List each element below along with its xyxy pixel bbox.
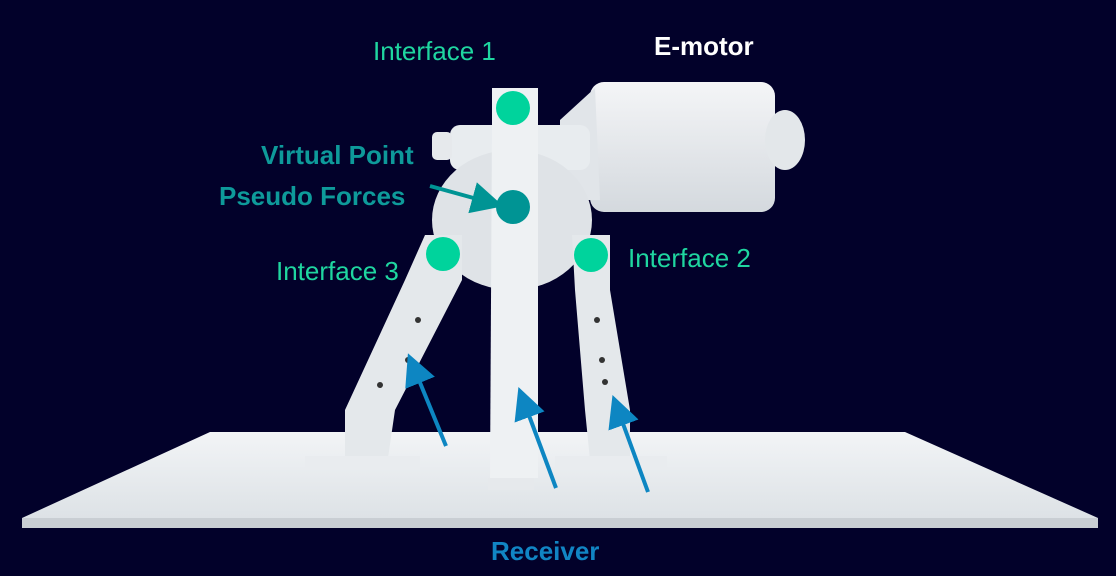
receiver-plate <box>22 432 1098 528</box>
force-arrow-right <box>608 394 650 493</box>
interface-3-point <box>426 237 460 271</box>
force-arrow-left <box>405 353 448 447</box>
receiver-label: Receiver <box>491 536 600 566</box>
bracket-center <box>488 88 538 490</box>
interface-1-label: Interface 1 <box>373 36 496 66</box>
virtual-point <box>496 190 530 224</box>
interface-3-label: Interface 3 <box>276 256 399 286</box>
pseudo-forces-label: Pseudo Forces <box>219 181 406 211</box>
interface-1-point <box>496 91 530 125</box>
virtual-point-label: Virtual Point <box>261 140 414 170</box>
bracket-left <box>305 235 462 470</box>
virtual-point-arrow <box>429 182 504 214</box>
force-arrow-center <box>514 387 558 489</box>
interface-2-point <box>574 238 608 272</box>
e-motor-label: E-motor <box>654 31 754 61</box>
interface-2-label: Interface 2 <box>628 243 751 273</box>
